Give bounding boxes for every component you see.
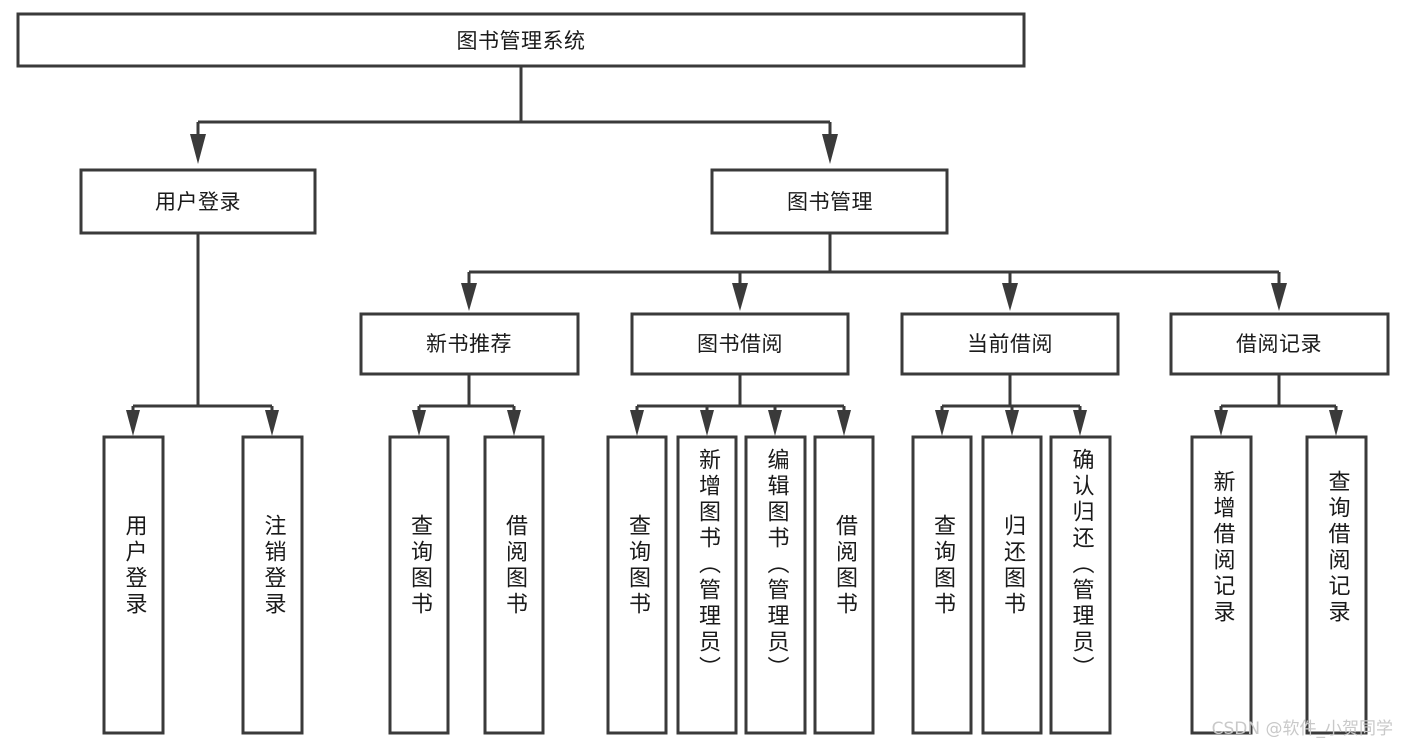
node-user-login-label: 用户登录 xyxy=(155,190,241,214)
node-borrow-record-label: 借阅记录 xyxy=(1236,332,1322,356)
node-current-borrow-label: 当前借阅 xyxy=(967,332,1053,356)
arrow-head-leaf-query-book-2 xyxy=(630,410,644,436)
connector-group-user-login xyxy=(126,233,279,436)
arrow-head-new-book-recommend xyxy=(461,283,477,311)
arrow-head-book-borrow xyxy=(732,283,748,311)
leaf-box-query-book-3[interactable] xyxy=(911,435,973,735)
node-user-login-box[interactable] xyxy=(79,168,317,235)
arrow-head-leaf-borrow-book-1 xyxy=(507,410,521,436)
arrow-head-leaf-edit-book xyxy=(768,410,782,436)
node-new-book-recommend-box[interactable] xyxy=(359,312,580,376)
arrow-head-leaf-add-book xyxy=(700,410,714,436)
leaf-box-group xyxy=(102,435,1368,735)
connector-group-root xyxy=(190,66,838,164)
node-book-borrow[interactable]: 图书借阅 xyxy=(630,312,850,376)
connector-group-book-management xyxy=(461,233,1287,311)
node-book-management[interactable]: 图书管理 xyxy=(710,168,949,235)
node-book-borrow-box[interactable] xyxy=(630,312,850,376)
arrow-head-book-management xyxy=(822,134,838,164)
arrow-head-leaf-query-record xyxy=(1329,410,1343,436)
leaf-box-logout[interactable] xyxy=(241,435,304,735)
csdn-watermark: CSDN @软件_小贺同学 xyxy=(1211,719,1393,739)
arrow-head-leaf-logout xyxy=(265,410,279,436)
leaf-box-borrow-book-1[interactable] xyxy=(483,435,545,735)
connector-group-book-borrow xyxy=(630,374,851,436)
leaf-box-query-book-2[interactable] xyxy=(606,435,668,735)
node-new-book-recommend[interactable]: 新书推荐 xyxy=(359,312,580,376)
leaf-box-add-book[interactable] xyxy=(676,435,738,735)
leaf-box-return-book[interactable] xyxy=(981,435,1043,735)
node-root-box[interactable] xyxy=(16,12,1026,68)
node-book-management-box[interactable] xyxy=(710,168,949,235)
leaf-box-add-record[interactable] xyxy=(1190,435,1253,735)
leaf-box-query-record[interactable] xyxy=(1305,435,1368,735)
arrow-head-leaf-borrow-book-2 xyxy=(837,410,851,436)
leaf-box-user-login[interactable] xyxy=(102,435,165,735)
leaf-box-confirm-return[interactable] xyxy=(1049,435,1112,735)
arrow-head-borrow-record xyxy=(1271,283,1287,311)
arrow-head-user-login xyxy=(190,134,206,164)
node-root-label: 图书管理系统 xyxy=(457,29,586,53)
connector-group-current-borrow xyxy=(935,374,1087,436)
node-borrow-record-box[interactable] xyxy=(1169,312,1390,376)
leaf-box-query-book-1[interactable] xyxy=(388,435,450,735)
leaf-box-borrow-book-2[interactable] xyxy=(813,435,875,735)
arrow-head-leaf-add-record xyxy=(1214,410,1228,436)
connector-group-borrow-record xyxy=(1214,374,1343,436)
node-borrow-record[interactable]: 借阅记录 xyxy=(1169,312,1390,376)
connector-group-new-book-recommend xyxy=(412,374,521,436)
node-current-borrow-box[interactable] xyxy=(900,312,1120,376)
arrow-head-leaf-return-book xyxy=(1005,410,1019,436)
arrow-head-leaf-query-book-3 xyxy=(935,410,949,436)
node-user-login[interactable]: 用户登录 xyxy=(79,168,317,235)
leaf-box-edit-book[interactable] xyxy=(744,435,807,735)
node-root[interactable]: 图书管理系统 xyxy=(16,12,1026,68)
node-current-borrow[interactable]: 当前借阅 xyxy=(900,312,1120,376)
node-book-management-label: 图书管理 xyxy=(787,190,873,214)
node-new-book-recommend-label: 新书推荐 xyxy=(426,332,512,356)
arrow-head-leaf-confirm-return xyxy=(1073,410,1087,436)
arrow-head-current-borrow xyxy=(1002,283,1018,311)
arrow-head-leaf-query-book-1 xyxy=(412,410,426,436)
arrow-head-leaf-user-login xyxy=(126,410,140,436)
node-book-borrow-label: 图书借阅 xyxy=(697,332,783,356)
